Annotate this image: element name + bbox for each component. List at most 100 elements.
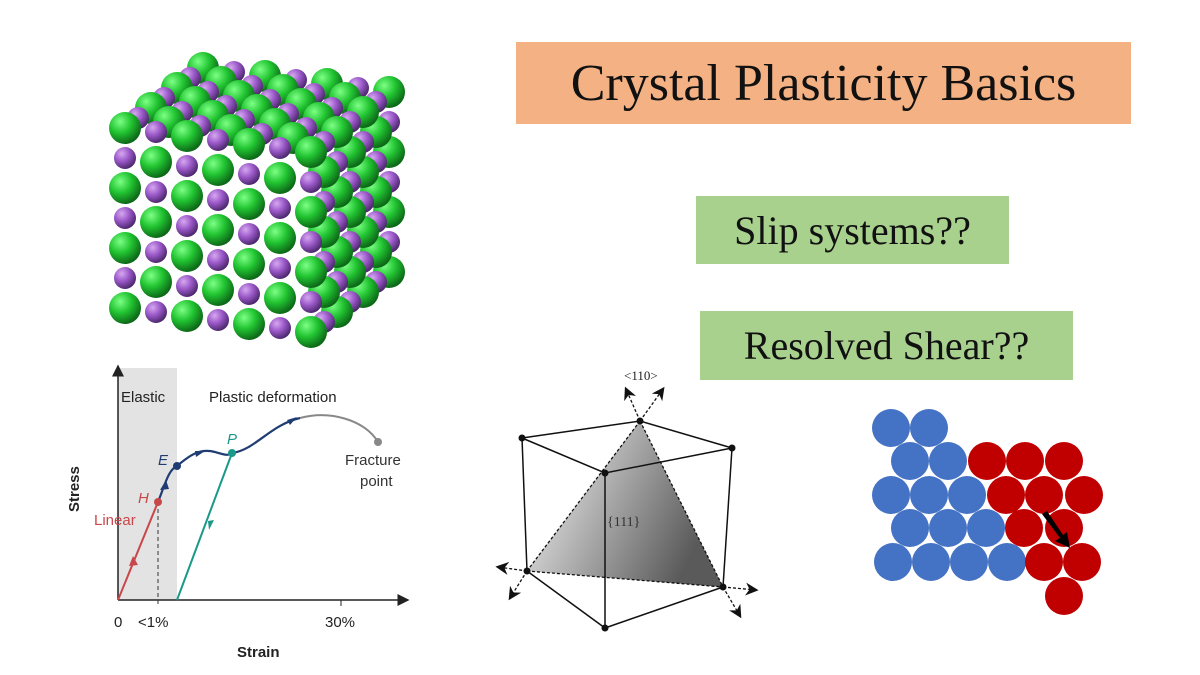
plastic-curve (156, 416, 301, 503)
small-atom (269, 197, 291, 219)
large-atom (202, 154, 234, 186)
large-atom (171, 120, 203, 152)
blue-atom (912, 543, 950, 581)
y-axis-label: Stress (66, 466, 83, 512)
blue-atom (872, 476, 910, 514)
large-atom (171, 180, 203, 212)
x-axis-label: Strain (237, 644, 280, 661)
large-atom (109, 112, 141, 144)
small-atom (145, 121, 167, 143)
red-atom (987, 476, 1025, 514)
slip-systems-label: Slip systems?? (696, 196, 1009, 264)
point-h-marker (154, 498, 162, 506)
tick-label-1pct: <1% (138, 614, 168, 631)
small-atom (207, 129, 229, 151)
large-atom (109, 232, 141, 264)
large-atom (295, 256, 327, 288)
large-atom (233, 188, 265, 220)
blue-atom (891, 509, 929, 547)
red-atom (1065, 476, 1103, 514)
small-atom (176, 275, 198, 297)
linear-label: Linear (94, 512, 136, 529)
large-atom (202, 274, 234, 306)
small-atom (207, 189, 229, 211)
large-atom (171, 240, 203, 272)
large-atom (233, 308, 265, 340)
fracture-point-marker (374, 438, 382, 446)
point-p-marker (228, 449, 236, 457)
large-atom (171, 300, 203, 332)
red-atom (968, 442, 1006, 480)
large-atom (264, 282, 296, 314)
plane-111-label: {111} (607, 515, 640, 530)
blue-atom (891, 442, 929, 480)
large-atom (295, 136, 327, 168)
small-atom (238, 223, 260, 245)
red-atom (1045, 577, 1083, 615)
large-atom (109, 172, 141, 204)
small-atom (238, 283, 260, 305)
fracture-label-2: point (360, 473, 393, 490)
large-atom (233, 248, 265, 280)
direction-110-label: <110> (624, 368, 658, 383)
slip-systems-text: Slip systems?? (734, 207, 971, 253)
point-h-label: H (138, 490, 149, 507)
large-atom (202, 214, 234, 246)
blue-atom (988, 543, 1026, 581)
blue-atom (929, 509, 967, 547)
small-atom (114, 267, 136, 289)
large-atom (295, 196, 327, 228)
small-atom (114, 147, 136, 169)
small-atom (114, 207, 136, 229)
blue-atom (967, 509, 1005, 547)
tick-label-0: 0 (114, 614, 122, 631)
large-atom (264, 162, 296, 194)
red-atom (1045, 442, 1083, 480)
unload-arrow (208, 520, 214, 530)
point-e-marker (173, 462, 181, 470)
small-atom (207, 249, 229, 271)
small-atom (145, 181, 167, 203)
blue-atom (910, 409, 948, 447)
slip-direction-arrow-icon (1042, 511, 1070, 548)
point-e-label: E (158, 452, 169, 469)
small-atom (145, 241, 167, 263)
blue-atom (929, 442, 967, 480)
linear-arrow (129, 556, 138, 566)
small-atom (269, 257, 291, 279)
plastic-label: Plastic deformation (209, 389, 337, 406)
small-atom (238, 163, 260, 185)
red-atom (1025, 476, 1063, 514)
blue-atom (950, 543, 988, 581)
small-atom (176, 215, 198, 237)
red-atom (1005, 509, 1043, 547)
large-atom (233, 128, 265, 160)
title-text: Crystal Plasticity Basics (570, 54, 1077, 112)
small-atom (269, 317, 291, 339)
slip-directions (495, 386, 759, 619)
small-atom (300, 231, 322, 253)
red-atom (1025, 543, 1063, 581)
small-atom (269, 137, 291, 159)
necking-curve (299, 414, 379, 443)
fracture-label: Fracture (345, 452, 401, 469)
large-atom (140, 146, 172, 178)
blue-atom (948, 476, 986, 514)
slip-plane-111 (527, 421, 723, 587)
small-atom (145, 301, 167, 323)
curve-arrow-2 (195, 451, 205, 457)
large-atom (140, 266, 172, 298)
large-atom (295, 316, 327, 348)
blue-atom (872, 409, 910, 447)
linear-segment (117, 501, 159, 601)
large-atom (140, 206, 172, 238)
elastic-label: Elastic (121, 389, 166, 406)
unload-line (176, 452, 233, 601)
large-atom (264, 222, 296, 254)
blue-atom (910, 476, 948, 514)
